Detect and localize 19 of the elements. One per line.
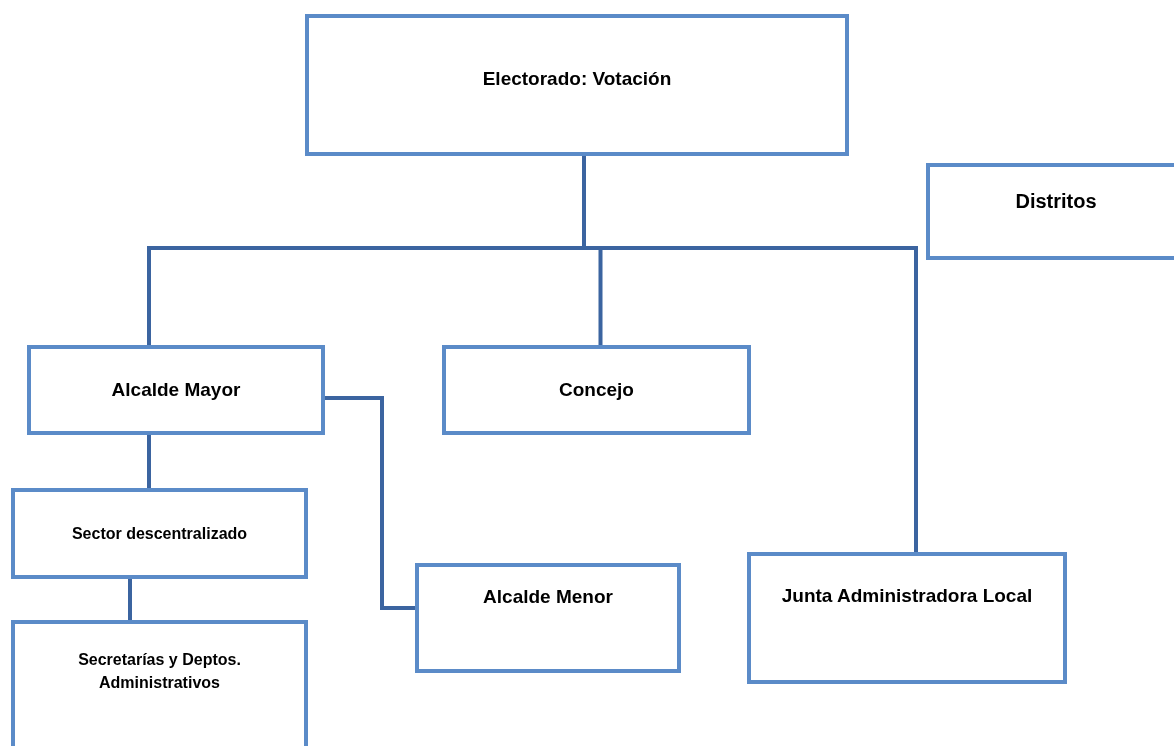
box-label: Concejo [558,378,635,403]
box-label: Alcalde Mayor [110,378,242,403]
box-label: Sector descentralizado [70,523,249,544]
org-box [926,163,1174,260]
box-label: Electorado: Votación [481,67,673,91]
connector-line [147,435,151,488]
box-label: Distritos [1014,189,1098,214]
box-label: Secretarías y Deptos. Administrativos [77,650,242,694]
org-box [415,563,681,673]
org-box [442,345,751,435]
connector-line [128,579,132,620]
org-box [747,552,1067,684]
org-box [27,345,325,435]
org-box [11,488,308,579]
box-label: Junta Administradora Local [780,584,1034,608]
box-label: Alcalde Menor [482,585,614,609]
org-box [11,620,308,746]
org-box [305,14,849,156]
connector-line [325,396,415,610]
